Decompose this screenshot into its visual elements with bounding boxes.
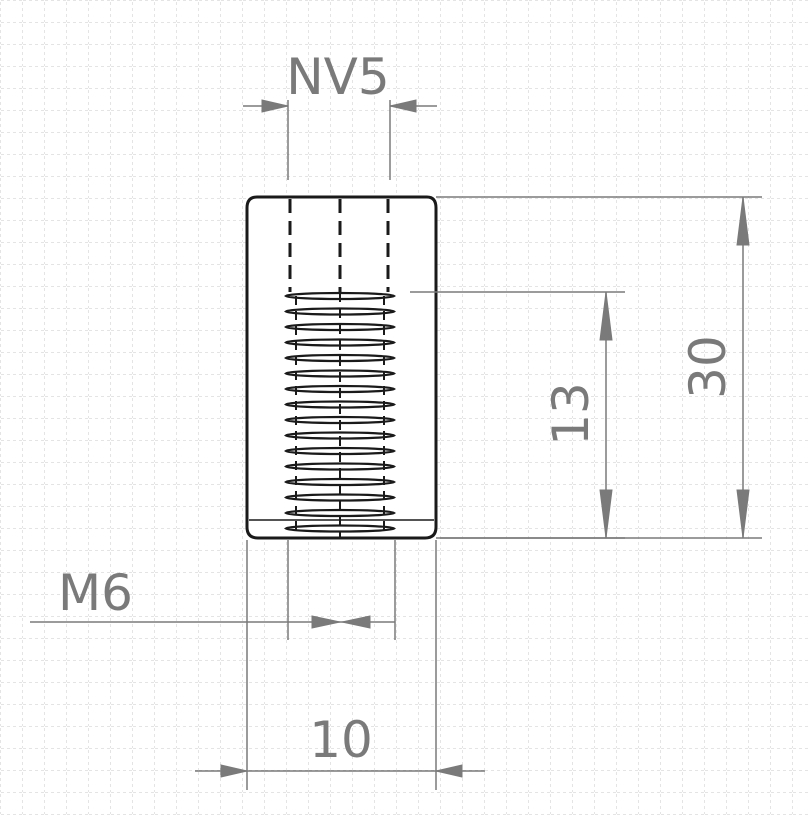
m6-label: M6 bbox=[58, 564, 133, 622]
thirty-dimension bbox=[436, 196, 762, 539]
ten-label: 10 bbox=[309, 711, 373, 769]
arrow-icon bbox=[736, 489, 750, 539]
thread-ridge bbox=[283, 462, 397, 471]
nv5-label: NV5 bbox=[286, 48, 389, 106]
thread-ridge bbox=[283, 446, 397, 456]
thread-ridge bbox=[283, 493, 397, 502]
thread-ridge bbox=[283, 431, 397, 440]
thread-ridge bbox=[283, 524, 397, 533]
thread-ridge bbox=[283, 415, 397, 425]
part-body bbox=[245, 195, 438, 540]
hidden-bore-lines bbox=[288, 199, 390, 292]
arrow-icon bbox=[389, 99, 417, 113]
thread-region bbox=[283, 291, 397, 536]
thread-ridge bbox=[283, 384, 397, 394]
m6-dimension bbox=[30, 540, 396, 640]
thread-ridge bbox=[283, 322, 397, 332]
thirteen-label: 13 bbox=[542, 382, 600, 446]
thread-ridge bbox=[283, 508, 397, 518]
arrow-icon bbox=[311, 615, 341, 629]
arrow-icon bbox=[599, 291, 613, 341]
arrow-icon bbox=[435, 764, 463, 778]
arrow-icon bbox=[736, 196, 750, 246]
thread-ridge bbox=[283, 338, 397, 347]
arrow-icon bbox=[599, 489, 613, 539]
arrow-icon bbox=[220, 764, 248, 778]
thread-ridge bbox=[283, 307, 397, 316]
thread-ridge bbox=[283, 477, 397, 487]
thread-ridge bbox=[283, 291, 397, 301]
arrow-icon bbox=[341, 615, 371, 629]
nv5-dimension bbox=[243, 99, 437, 180]
arrow-icon bbox=[261, 99, 289, 113]
thread-ridge bbox=[283, 369, 397, 378]
thread-ridge bbox=[283, 400, 397, 409]
thread-ridge bbox=[283, 353, 397, 363]
thirty-label: 30 bbox=[679, 335, 737, 399]
ten-dimension bbox=[195, 540, 485, 790]
